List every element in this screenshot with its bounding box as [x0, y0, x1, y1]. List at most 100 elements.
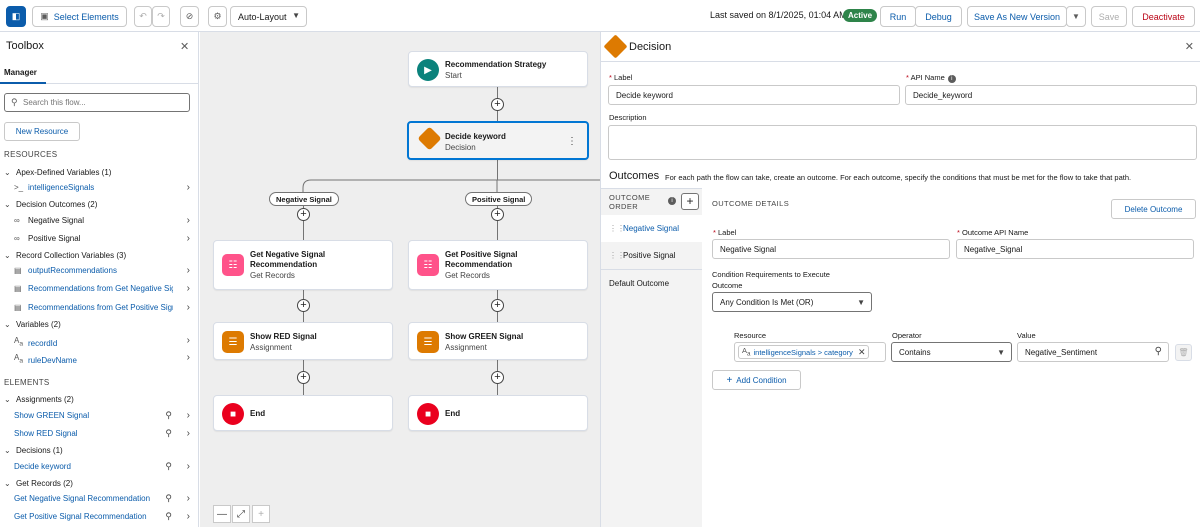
get-positive-records-node[interactable]: ☷ Get Positive Signal Recommendation Get…	[408, 240, 588, 290]
element-item[interactable]: Decide keyword⚲›	[14, 461, 192, 472]
add-element-button[interactable]: +	[491, 208, 504, 221]
zoom-out-button[interactable]: —	[213, 505, 231, 523]
add-element-button[interactable]: +	[297, 208, 310, 221]
outcome-item-default[interactable]: Default Outcome	[601, 269, 702, 296]
resource-item[interactable]: ▤Recommendations from Get Positive Signa…	[14, 302, 192, 313]
redo-button[interactable]: ↷	[152, 6, 170, 27]
flow-canvas[interactable]: ▶ Recommendation Strategy Start + Decide…	[200, 32, 600, 527]
label-input[interactable]	[608, 85, 900, 105]
resource-item[interactable]: >_intelligenceSignals›	[14, 182, 192, 193]
errors-button[interactable]: ⊘	[180, 6, 199, 27]
resource-item[interactable]: ∞Positive Signal›	[14, 233, 192, 244]
assignment-red-node[interactable]: ☰ Show RED Signal Assignment	[213, 322, 393, 360]
decision-node[interactable]: Decide keyword Decision ⋮	[407, 121, 589, 160]
debug-button[interactable]: Debug	[915, 6, 962, 27]
drag-handle-icon[interactable]: ⋮⋮	[609, 251, 625, 260]
search-icon[interactable]: ⚲	[165, 428, 172, 438]
add-element-button[interactable]: +	[491, 371, 504, 384]
element-item[interactable]: Show RED Signal⚲›	[14, 428, 192, 439]
save-button[interactable]: Save	[1091, 6, 1127, 27]
outcome-item-positive-signal[interactable]: ⋮⋮Positive Signal	[601, 242, 702, 269]
group-decisions[interactable]: ⌄Decisions (1)	[4, 446, 63, 455]
element-item[interactable]: Get Negative Signal Recommendation⚲›	[14, 493, 192, 504]
api-name-input[interactable]	[905, 85, 1197, 105]
outcomes-description: For each path the flow can take, create …	[665, 173, 1132, 182]
close-icon[interactable]: ✕	[1184, 41, 1194, 53]
save-as-new-version-button[interactable]: Save As New Version	[967, 6, 1067, 27]
add-element-button[interactable]: +	[491, 98, 504, 111]
search-icon[interactable]: ⚲	[165, 461, 172, 471]
element-item[interactable]: Get Positive Signal Recommendation⚲›	[14, 511, 192, 522]
more-options-icon[interactable]: ⋮	[567, 136, 577, 147]
search-icon[interactable]: ⚲	[165, 493, 172, 503]
layout-select[interactable]: Auto-Layout ▼	[230, 6, 307, 27]
new-resource-button[interactable]: New Resource	[4, 122, 80, 141]
search-icon[interactable]: ⚲	[165, 410, 172, 420]
group-variables[interactable]: ⌄Variables (2)	[4, 320, 61, 329]
search-input[interactable]	[23, 96, 183, 109]
search-icon[interactable]: ⚲	[165, 511, 172, 521]
outcome-label-input[interactable]	[712, 239, 950, 259]
save-menu-button[interactable]: ▼	[1066, 6, 1086, 27]
node-title: Recommendation Strategy	[445, 60, 547, 69]
outcome-api-name-input[interactable]	[956, 239, 1194, 259]
get-negative-records-node[interactable]: ☷ Get Negative Signal Recommendation Get…	[213, 240, 393, 290]
add-element-button[interactable]: +	[297, 299, 310, 312]
resource-item[interactable]: ▤outputRecommendations›	[14, 265, 192, 276]
resource-item[interactable]: ∞Negative Signal›	[14, 215, 192, 226]
add-outcome-button[interactable]: +	[681, 193, 699, 210]
node-title: Show RED Signal	[250, 332, 317, 341]
outcome-item-negative-signal[interactable]: ⋮⋮Negative Signal	[601, 215, 702, 242]
chevron-right-icon: ›	[186, 302, 190, 313]
end-node[interactable]: ■ End	[213, 395, 393, 431]
branch-label-negative[interactable]: Negative Signal	[269, 192, 339, 206]
drag-handle-icon[interactable]: ⋮⋮	[609, 224, 625, 233]
group-record-collection-variables[interactable]: ⌄Record Collection Variables (3)	[4, 251, 126, 260]
deactivate-button[interactable]: Deactivate	[1132, 6, 1195, 27]
start-node[interactable]: ▶ Recommendation Strategy Start	[408, 51, 588, 87]
resource-item[interactable]: ▤Recommendations from Get Negative Signa…	[14, 283, 192, 294]
connector	[303, 205, 304, 240]
info-icon[interactable]: i	[668, 197, 676, 205]
tab-manager[interactable]: Manager	[0, 66, 198, 84]
description-textarea[interactable]	[608, 125, 1197, 160]
group-apex-defined-variables[interactable]: ⌄Apex-Defined Variables (1)	[4, 168, 111, 177]
zoom-in-button[interactable]: +	[252, 505, 270, 523]
element-item[interactable]: Show GREEN Signal⚲›	[14, 410, 192, 421]
chevron-right-icon: ›	[186, 493, 190, 504]
settings-button[interactable]: ⚙	[208, 6, 227, 27]
toggle-toolbox-button[interactable]: ◧	[6, 6, 26, 27]
condition-requirements-select[interactable]: Any Condition Is Met (OR) ▼	[712, 292, 872, 312]
end-node[interactable]: ■ End	[408, 395, 588, 431]
delete-condition-button[interactable]: 🗑	[1175, 344, 1192, 361]
group-decision-outcomes[interactable]: ⌄ Decision Outcomes (2)	[4, 200, 97, 209]
node-subtitle: Assignment	[250, 343, 292, 352]
run-button[interactable]: Run	[880, 6, 916, 27]
group-get-records[interactable]: ⌄Get Records (2)	[4, 479, 73, 488]
info-icon[interactable]: i	[947, 75, 956, 83]
select-elements-button[interactable]: ▣ Select Elements	[32, 6, 127, 27]
close-icon[interactable]: ✕	[857, 346, 866, 357]
chevron-down-icon: ⌄	[4, 200, 11, 209]
fit-view-button[interactable]: ⤢	[232, 505, 250, 523]
add-element-button[interactable]: +	[297, 371, 310, 384]
branch-label-positive[interactable]: Positive Signal	[465, 192, 533, 206]
delete-outcome-button[interactable]: Delete Outcome	[1111, 199, 1196, 219]
resource-combobox[interactable]: Aa intelligenceSignals > category ✕	[734, 342, 886, 362]
apex-icon: >_	[14, 183, 24, 192]
value-input[interactable]: Negative_Sentiment ⚲	[1017, 342, 1169, 362]
add-element-button[interactable]: +	[491, 299, 504, 312]
operator-select[interactable]: Contains ▼	[891, 342, 1012, 362]
assignment-green-node[interactable]: ☰ Show GREEN Signal Assignment	[408, 322, 588, 360]
decision-icon	[603, 34, 628, 59]
add-condition-button[interactable]: + Add Condition	[712, 370, 801, 390]
group-assignments[interactable]: ⌄Assignments (2)	[4, 395, 74, 404]
node-subtitle: Start	[445, 71, 462, 80]
resource-chip[interactable]: Aa intelligenceSignals > category ✕	[738, 345, 870, 359]
item-label: Recommendations from Get Negative Signal…	[28, 284, 173, 293]
undo-button[interactable]: ↶	[134, 6, 152, 27]
group-label: Decision Outcomes (2)	[16, 200, 98, 209]
close-icon[interactable]: ✕	[180, 41, 190, 53]
